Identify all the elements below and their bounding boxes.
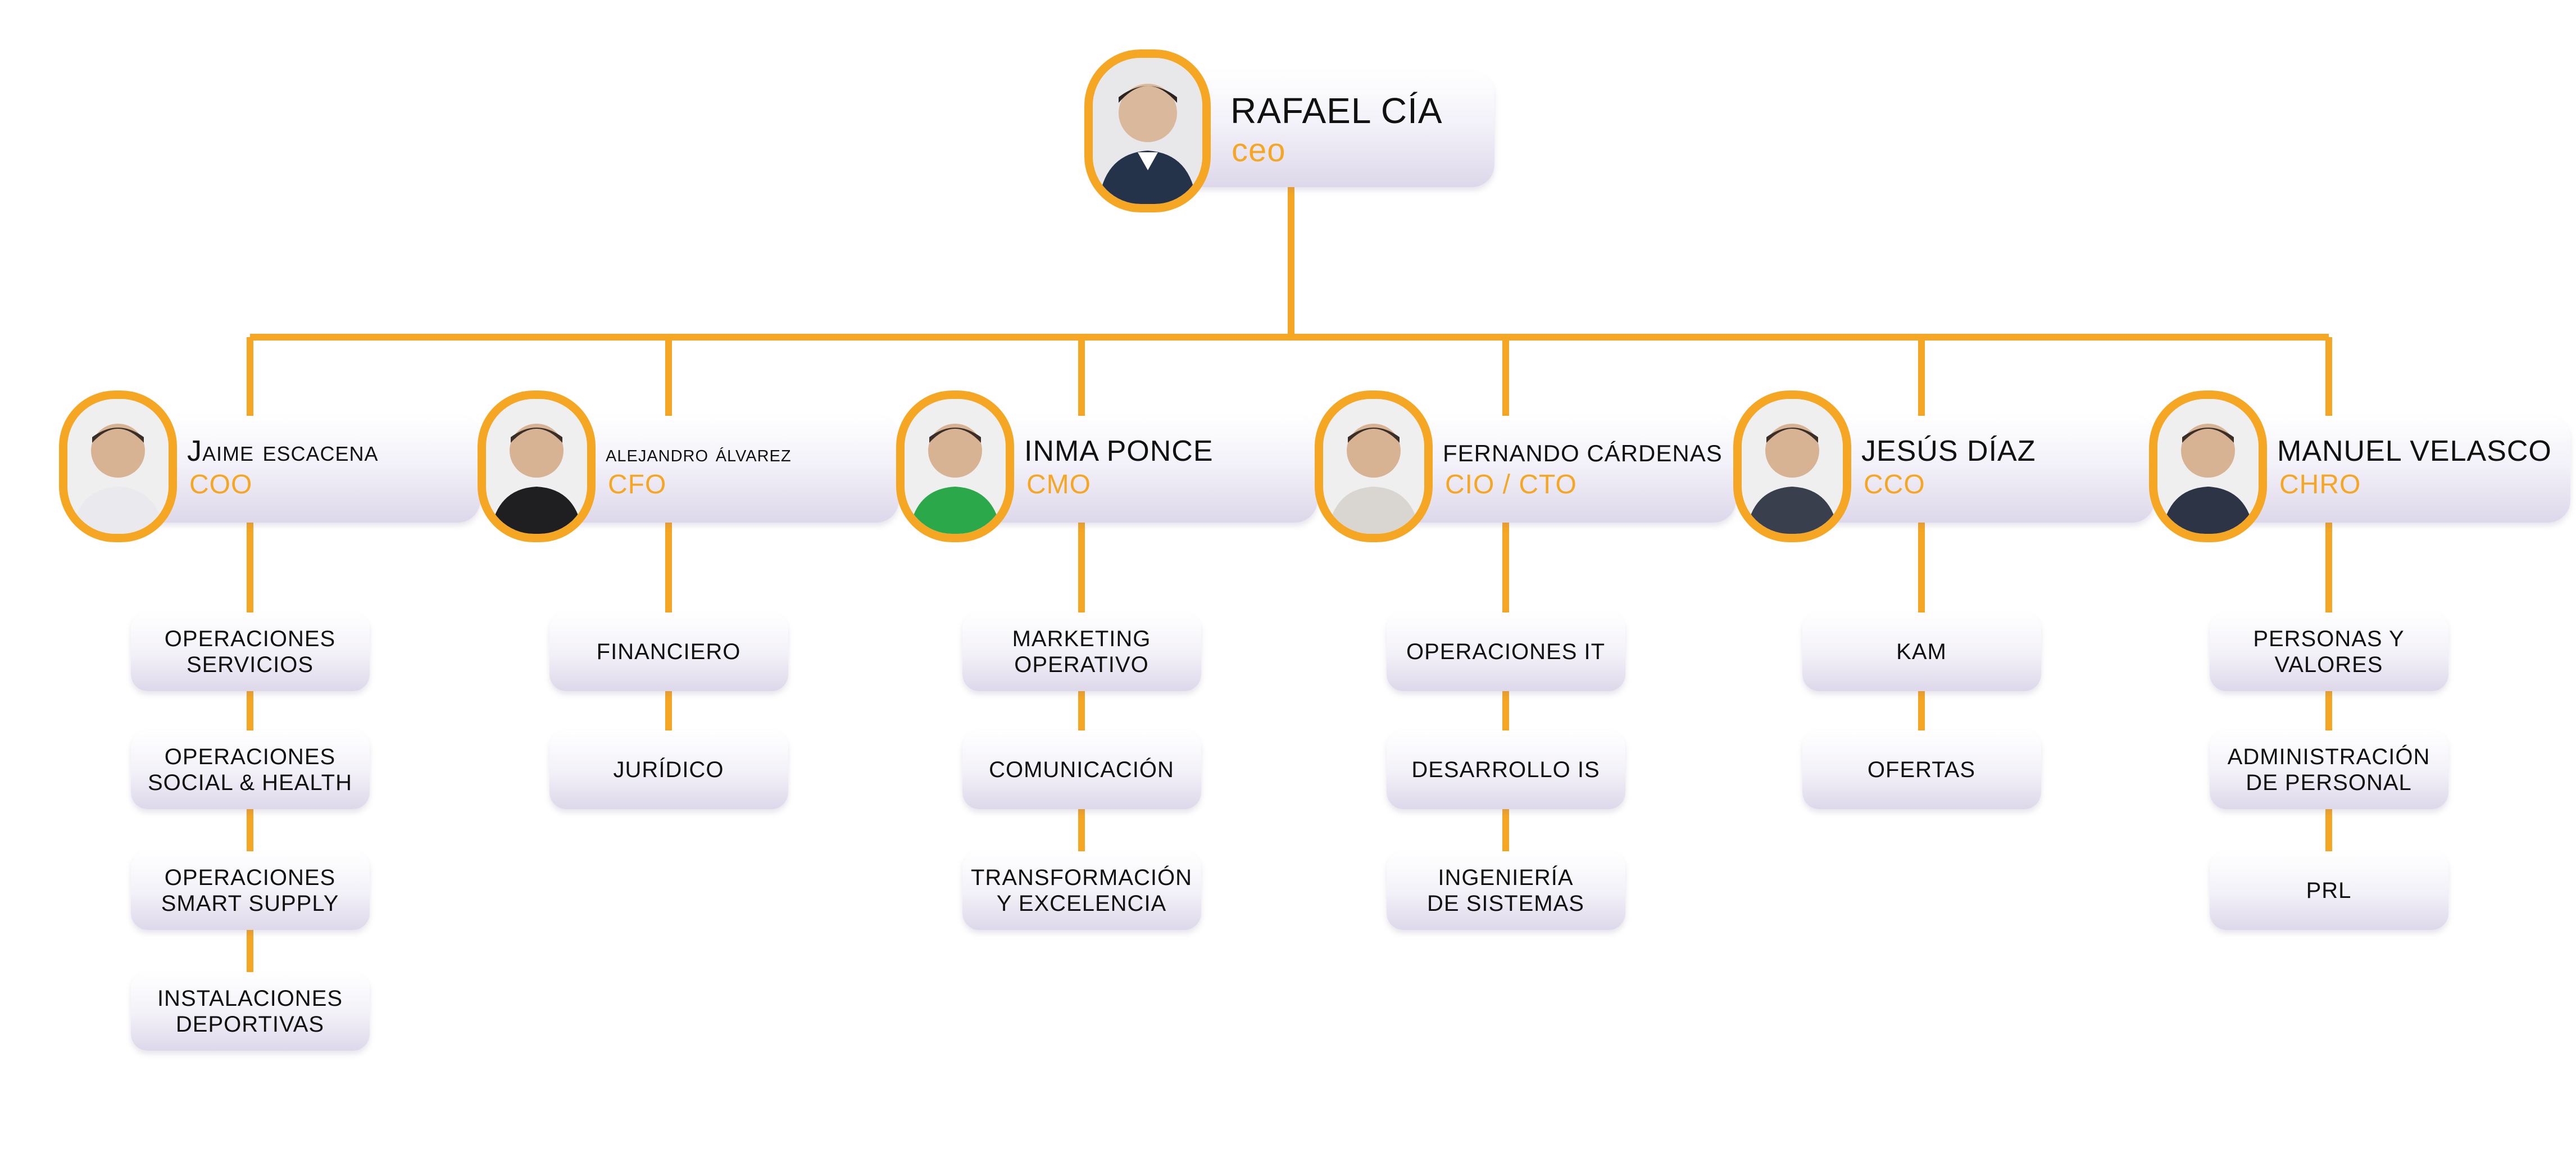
executive-role-coo: COO — [189, 470, 253, 500]
person-icon — [905, 399, 1006, 534]
department-box-coo-3: OPERACIONES SMART SUPPLY — [130, 851, 370, 930]
executive-name-cio: FERNANDO CÁRDENAS — [1443, 440, 1723, 466]
executive-role-chro: CHRO — [2279, 470, 2361, 500]
executive-name-chro: MANUEL VELASCO — [2277, 435, 2552, 468]
ceo-role: ceo — [1232, 132, 1286, 169]
executive-role-cio: CIO / CTO — [1445, 470, 1577, 500]
executive-photo-cmo — [896, 391, 1014, 542]
executive-name-cco: JESÚS DÍAZ — [1861, 435, 2036, 468]
person-icon — [1742, 399, 1843, 534]
department-box-chro-2: ADMINISTRACIÓN DE PERSONAL — [2209, 730, 2448, 809]
executive-name-cfo: alejandro álvarez — [606, 440, 792, 466]
executive-role-cfo: CFO — [608, 470, 667, 500]
department-box-cio-3: INGENIERÍA DE SISTEMAS — [1386, 851, 1625, 930]
department-box-cmo-2: COMUNICACIÓN — [962, 730, 1201, 809]
person-icon — [1323, 399, 1424, 534]
department-box-cfo-2: JURÍDICO — [549, 730, 788, 809]
ceo-photo — [1084, 49, 1211, 212]
ceo-name: RAFAEL CÍA — [1230, 90, 1443, 131]
department-box-cmo-3: TRANSFORMACIÓN Y EXCELENCIA — [962, 851, 1201, 930]
executive-photo-coo — [59, 391, 177, 542]
executive-role-cco: CCO — [1864, 470, 1925, 500]
executive-name-cmo: INMA PONCE — [1024, 435, 1214, 468]
department-box-cio-1: OPERACIONES IT — [1386, 612, 1625, 691]
person-icon — [2157, 399, 2259, 534]
person-icon — [1093, 58, 1202, 204]
executive-node-cio: FERNANDO CÁRDENAS CIO / CTO — [1315, 391, 1742, 553]
ceo-node: RAFAEL CÍA ceo — [1084, 49, 1494, 212]
executive-photo-cfo — [478, 391, 596, 542]
executive-photo-cio — [1315, 391, 1433, 542]
department-box-cco-2: OFERTAS — [1802, 730, 2041, 809]
executive-photo-cco — [1733, 391, 1851, 542]
executive-photo-chro — [2149, 391, 2267, 542]
department-box-chro-1: PERSONAS Y VALORES — [2209, 612, 2448, 691]
person-icon — [486, 399, 587, 534]
department-box-coo-1: OPERACIONES SERVICIOS — [130, 612, 370, 691]
department-box-chro-3: PRL — [2209, 851, 2448, 930]
department-box-coo-2: OPERACIONES SOCIAL & HEALTH — [130, 730, 370, 809]
executive-role-cmo: CMO — [1026, 470, 1091, 500]
department-box-cco-1: KAM — [1802, 612, 2041, 691]
department-box-cio-2: DESARROLLO IS — [1386, 730, 1625, 809]
department-box-coo-4: INSTALACIONES DEPORTIVAS — [130, 972, 370, 1051]
department-box-cmo-1: MARKETING OPERATIVO — [962, 612, 1201, 691]
department-box-cfo-1: FINANCIERO — [549, 612, 788, 691]
executive-name-coo: Jaime escacena — [187, 435, 379, 468]
person-icon — [67, 399, 169, 534]
